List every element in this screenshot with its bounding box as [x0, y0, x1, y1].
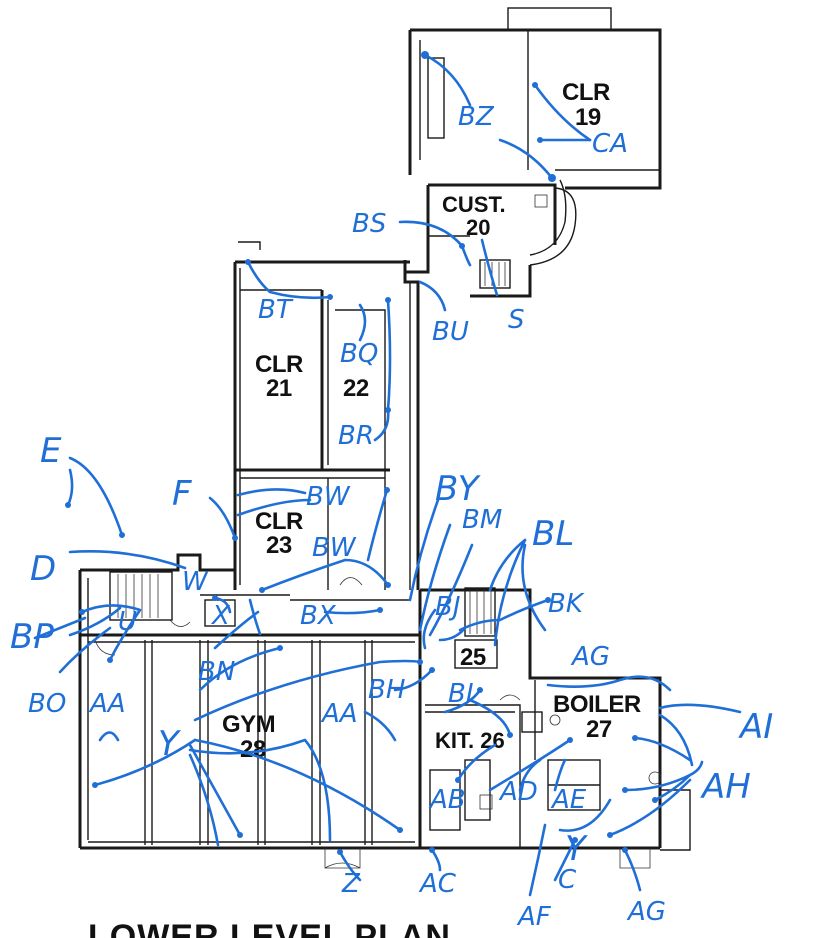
marker-x: X [210, 601, 231, 631]
marker-ac: AC [418, 869, 457, 899]
marker-ab: AB [428, 785, 466, 815]
marker-aa-1: AA [88, 689, 126, 719]
room-number-25: 25 [460, 644, 486, 671]
room-number-23: 23 [266, 532, 292, 559]
marker-z: Z [341, 869, 361, 899]
marker-d: D [30, 549, 56, 589]
marker-u: U [118, 607, 137, 637]
annotation-markers: BZ CA BS S BU BT BQ BR E F BW BW BY BM B… [10, 102, 773, 932]
marker-bw-1: BW [306, 482, 351, 512]
room-number-20: 20 [466, 215, 490, 240]
marker-bw-2: BW [312, 533, 357, 563]
marker-bm: BM [462, 505, 502, 535]
marker-bh: BH [368, 675, 405, 705]
room-name-clr23: CLR [255, 508, 303, 535]
marker-e: E [40, 431, 62, 471]
marker-s: S [508, 305, 525, 335]
marker-bq: BQ [340, 339, 378, 369]
marker-aa-2: AA [320, 699, 358, 729]
room-number-21: 21 [266, 375, 292, 402]
room-name-boiler27: BOILER [553, 691, 641, 718]
annotation-dots [65, 51, 658, 855]
marker-ai: AI [738, 707, 773, 747]
marker-by: BY [435, 469, 481, 509]
room-name-cust20: CUST. [442, 192, 506, 217]
marker-ca: CA [592, 129, 628, 159]
marker-ah: AH [700, 767, 751, 807]
marker-bt: BT [258, 295, 294, 325]
annotation-strokes [33, 53, 742, 897]
marker-br: BR [338, 421, 374, 451]
marker-f: F [172, 474, 192, 514]
marker-ad: AD [498, 777, 538, 807]
marker-bo: BO [28, 689, 66, 719]
room-labels: CLR 19 CUST. 20 CLR 21 22 CLR 23 25 BOIL… [222, 79, 641, 763]
room-name-clr21: CLR [255, 351, 303, 378]
marker-bu: BU [432, 317, 469, 347]
marker-y-1: Y [158, 724, 181, 764]
marker-y-2: Y [565, 829, 588, 869]
marker-af: AF [516, 902, 552, 932]
marker-bz: BZ [458, 102, 495, 132]
marker-ag-1: AG [570, 642, 610, 672]
plan-title: LOWER LEVEL PLAN [88, 918, 451, 938]
marker-bj: BJ [435, 592, 461, 622]
marker-bi: BI [448, 679, 474, 709]
room-number-19: 19 [575, 104, 601, 131]
room-name-clr19: CLR [562, 79, 610, 106]
marker-c: C [558, 865, 577, 895]
marker-bl: BL [532, 514, 574, 554]
room-number-22: 22 [343, 375, 369, 402]
room-name-gym28: GYM [222, 711, 275, 738]
marker-w: W [182, 567, 209, 597]
marker-bn: BN [198, 657, 235, 687]
room-number-27: 27 [586, 716, 612, 743]
marker-bs: BS [352, 209, 386, 239]
marker-bx: BX [300, 601, 337, 631]
room-label-kit26: KIT. 26 [435, 728, 505, 753]
marker-bk: BK [548, 589, 585, 619]
marker-bp: BP [10, 617, 54, 657]
marker-ae: AE [550, 785, 587, 815]
marker-ag-2: AG [626, 897, 666, 927]
